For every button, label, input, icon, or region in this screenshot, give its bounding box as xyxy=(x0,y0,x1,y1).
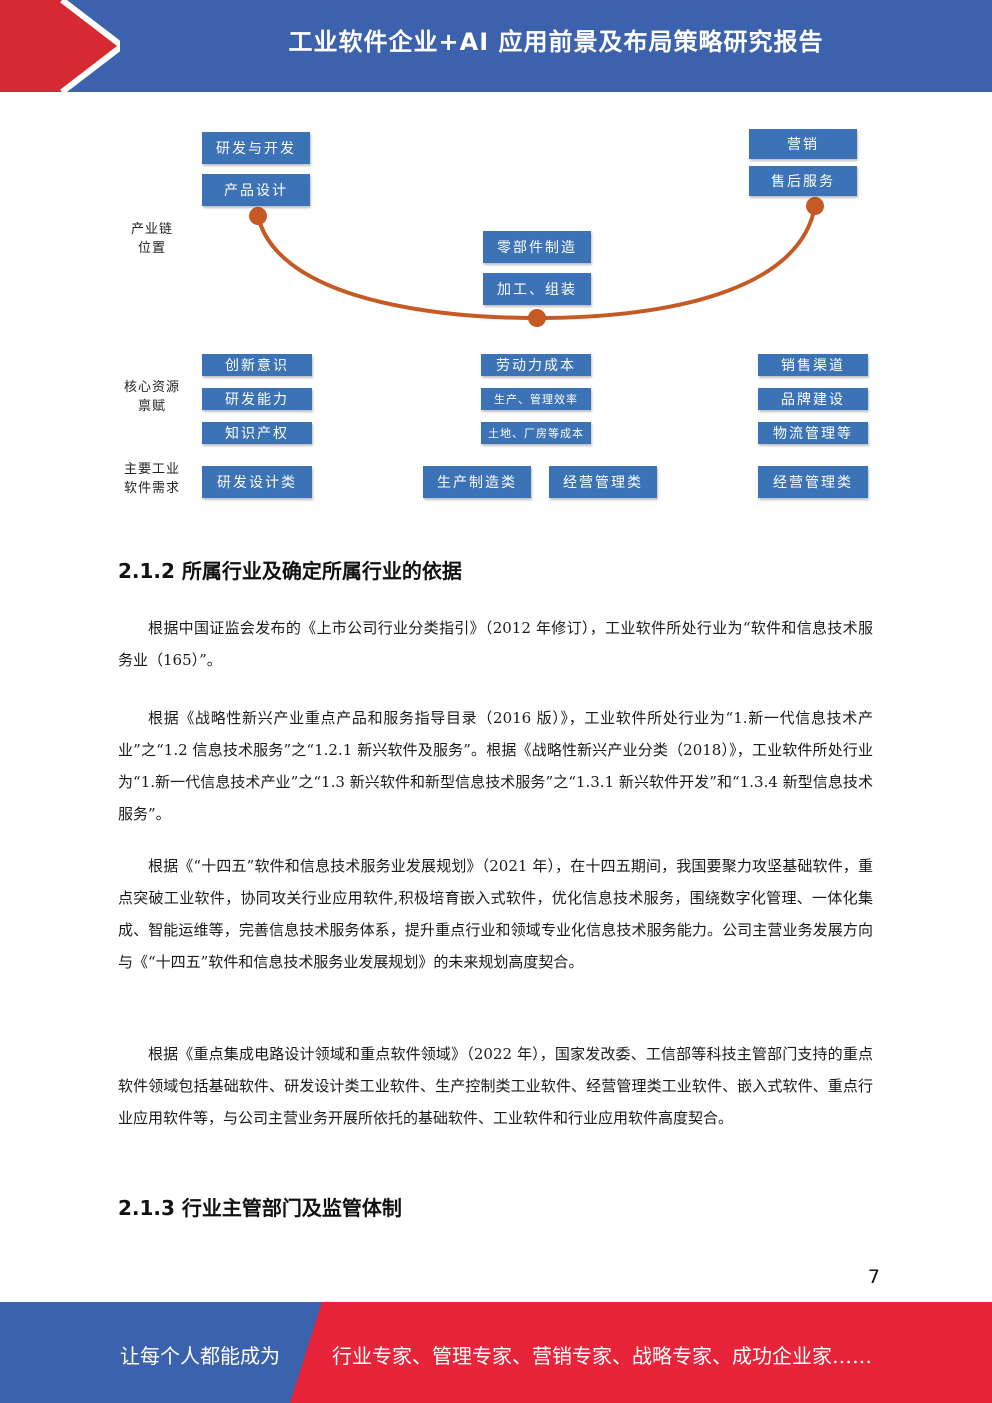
curve-point-middle xyxy=(528,309,546,327)
box-rd: 研发与开发 xyxy=(202,132,310,164)
section-title-2-1-2: 2.1.2 所属行业及确定所属行业的依据 xyxy=(118,559,462,583)
industry-chain-diagram: 产业链位置 核心资源禀赋 主要工业软件需求 研发与开发 产品设计 零部件制造 加… xyxy=(0,120,992,520)
box-land-cost: 土地、厂房等成本 xyxy=(481,422,591,444)
label-chain-position: 产业链位置 xyxy=(130,222,173,256)
box-logistics: 物流管理等 xyxy=(758,422,868,444)
box-innovation: 创新意识 xyxy=(202,354,312,376)
paragraph-3: 根据《“十四五”软件和信息技术服务业发展规划》（2021 年），在十四五期间，我… xyxy=(118,857,873,971)
footer-background xyxy=(0,1302,992,1403)
box-assembly: 加工、组装 xyxy=(483,273,591,305)
curve-point-left xyxy=(249,207,267,225)
box-labor-cost: 劳动力成本 xyxy=(481,354,591,376)
box-ip: 知识产权 xyxy=(202,422,312,444)
section-title-2-1-3: 2.1.3 行业主管部门及监管体制 xyxy=(118,1196,402,1220)
paragraph-2: 根据《战略性新兴产业重点产品和服务指导目录（2016 版）》，工业软件所处行业为… xyxy=(118,709,873,823)
paragraph-4: 根据《重点集成电路设计领域和重点软件领域》（2022 年），国家发改委、工信部等… xyxy=(118,1045,873,1127)
page-footer: 让每个人都能成为 行业专家、管理专家、营销专家、战略专家、成功企业家…… xyxy=(0,1302,992,1403)
box-sales-channel: 销售渠道 xyxy=(758,354,868,376)
box-parts-manufacturing: 零部件制造 xyxy=(483,231,591,263)
box-after-sales: 售后服务 xyxy=(749,166,857,196)
box-need-management-mid: 经营管理类 xyxy=(549,466,657,498)
page-header: 工业软件企业+AI 应用前景及布局策略研究报告 xyxy=(0,0,992,92)
box-product-design: 产品设计 xyxy=(202,174,310,206)
box-efficiency: 生产、管理效率 xyxy=(481,388,591,410)
box-marketing: 营销 xyxy=(749,129,857,159)
label-software-needs: 主要工业软件需求 xyxy=(123,462,180,496)
footer-slogan-right: 行业专家、管理专家、营销专家、战略专家、成功企业家…… xyxy=(332,1344,872,1368)
box-need-management-right: 经营管理类 xyxy=(758,466,868,498)
paragraph-1: 根据中国证监会发布的《上市公司行业分类指引》（2012 年修订），工业软件所处行… xyxy=(118,619,873,669)
curve-point-right xyxy=(806,197,824,215)
box-brand: 品牌建设 xyxy=(758,388,868,410)
box-need-production: 生产制造类 xyxy=(423,466,531,498)
report-title: 工业软件企业+AI 应用前景及布局策略研究报告 xyxy=(288,28,824,56)
smile-curve xyxy=(249,197,824,327)
label-core-resources: 核心资源禀赋 xyxy=(123,380,180,414)
box-need-rd-design: 研发设计类 xyxy=(202,466,312,498)
page-number: 7 xyxy=(867,1266,880,1288)
box-rd-capability: 研发能力 xyxy=(202,388,312,410)
footer-slogan-left: 让每个人都能成为 xyxy=(120,1344,280,1368)
header-red-arrow xyxy=(0,0,120,92)
